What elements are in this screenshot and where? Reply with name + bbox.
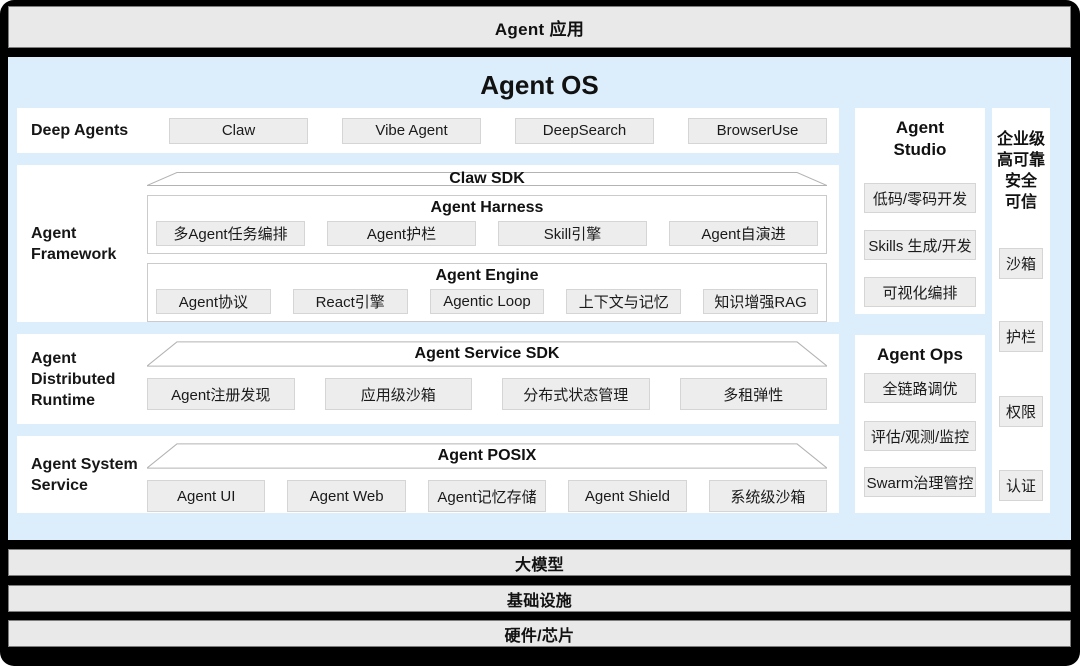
claw-sdk-label: Claw SDK (449, 170, 525, 187)
security-column-title: 企业级 高可靠 安全 可信 (992, 129, 1050, 213)
agent-distributed-runtime-content: Agent Service SDK Agent注册发现 应用级沙箱 分布式状态管… (145, 334, 839, 424)
chip-context-memory: 上下文与记忆 (566, 289, 682, 314)
deep-agents-label: Deep Agents (31, 122, 129, 139)
chip-vibe-agent: Vibe Agent (342, 117, 481, 144)
large-model-band: 大模型 (8, 549, 1071, 576)
chip-agent-registry: Agent注册发现 (147, 378, 295, 410)
chip-agentic-loop: Agentic Loop (429, 289, 545, 314)
chip-skill-engine: Skill引擎 (498, 221, 647, 246)
trapezoid-shape (147, 341, 827, 367)
chip-agent-protocol: Agent协议 (156, 289, 271, 314)
infrastructure-band: 基础设施 (8, 585, 1071, 612)
chip-distributed-state: 分布式状态管理 (502, 378, 650, 410)
agent-service-sdk-trapezoid: Agent Service SDK (147, 341, 827, 367)
agent-ops-panel: Agent Ops 全链路调优 评估/观测/监控 Swarm治理管控 (855, 335, 985, 513)
agent-os-box: Agent OS Deep Agents Claw Vibe Agent Dee… (8, 57, 1071, 540)
claw-sdk-trapezoid: Claw SDK (147, 170, 827, 187)
chip-eval-observe-monitor: 评估/观测/监控 (864, 421, 976, 451)
chip-multi-agent-orchestration: 多Agent任务编排 (156, 221, 305, 246)
chip-agent-shield: Agent Shield (568, 480, 687, 512)
chip-skills-gen-dev: Skills 生成/开发 (864, 230, 976, 260)
agent-app-label: Agent 应用 (494, 19, 585, 39)
agent-os-title: Agent OS (480, 70, 599, 100)
chip-agent-guardrail: Agent护栏 (327, 221, 476, 246)
large-model-label: 大模型 (515, 556, 564, 574)
agent-engine-items: Agent协议 React引擎 Agentic Loop 上下文与记忆 知识增强… (156, 289, 818, 314)
chip-swarm-governance: Swarm治理管控 (864, 467, 976, 497)
chip-deepsearch: DeepSearch (515, 117, 654, 144)
infrastructure-label: 基础设施 (506, 592, 573, 610)
chip-app-sandbox: 应用级沙箱 (324, 378, 472, 410)
hardware-chip-label: 硬件/芯片 (504, 627, 575, 645)
agent-posix-trapezoid: Agent POSIX (147, 443, 827, 469)
chip-react-engine: React引擎 (292, 289, 408, 314)
chip-authentication: 认证 (999, 470, 1043, 501)
chip-guardrail: 护栏 (999, 321, 1043, 352)
chip-visual-orchestration: 可视化编排 (864, 277, 976, 307)
system-items: Agent UI Agent Web Agent记忆存储 Agent Shiel… (147, 480, 828, 512)
hardware-chip-band: 硬件/芯片 (8, 620, 1071, 647)
security-title-line4: 可信 (1004, 194, 1037, 211)
agent-system-service-label: Agent System Service (31, 455, 138, 494)
deep-agents-panel: Deep Agents Claw Vibe Agent DeepSearch B… (17, 108, 839, 153)
security-title-line2: 高可靠 (996, 152, 1045, 169)
chip-sandbox: 沙箱 (999, 248, 1043, 279)
agent-engine-box: Agent Engine Agent协议 React引擎 Agentic Loo… (147, 263, 827, 322)
chip-fullchain-tuning: 全链路调优 (864, 373, 976, 403)
deep-agents-items: Claw Vibe Agent DeepSearch BrowserUse (167, 117, 839, 144)
agent-studio-title-line2: Studio (893, 140, 947, 159)
chip-system-sandbox: 系统级沙箱 (708, 480, 828, 512)
agent-studio-title: Agent Studio (855, 117, 985, 161)
chip-browseruse: BrowserUse (688, 117, 827, 144)
agent-app-band: Agent 应用 (8, 6, 1071, 48)
chip-knowledge-rag: 知识增强RAG (703, 289, 818, 314)
security-column: 企业级 高可靠 安全 可信 沙箱 护栏 权限 认证 (992, 108, 1050, 513)
agent-service-sdk-label: Agent Service SDK (414, 345, 560, 362)
agent-harness-box: Agent Harness 多Agent任务编排 Agent护栏 Skill引擎… (147, 195, 827, 254)
agent-engine-title: Agent Engine (435, 267, 539, 284)
agent-distributed-runtime-panel: Agent Distributed Runtime Agent Service … (17, 334, 839, 424)
trapezoid-shape (147, 172, 827, 186)
agent-studio-title-line1: Agent (895, 118, 945, 137)
chip-agent-memory-store: Agent记忆存储 (427, 480, 547, 512)
chip-agent-ui: Agent UI (147, 480, 266, 512)
agent-framework-panel: Agent Framework Claw SDK Agent Harness 多… (17, 165, 839, 322)
chip-claw: Claw (169, 117, 308, 144)
agent-ops-title: Agent Ops (877, 345, 963, 364)
agent-system-service-panel: Agent System Service Agent POSIX Agent U… (17, 436, 839, 513)
security-title-line1: 企业级 (996, 131, 1045, 148)
agent-studio-panel: Agent Studio 低码/零码开发 Skills 生成/开发 可视化编排 (855, 108, 985, 314)
agent-system-service-content: Agent POSIX Agent UI Agent Web Agent记忆存储… (145, 436, 839, 513)
security-title-line3: 安全 (1004, 173, 1037, 190)
agent-posix-label: Agent POSIX (437, 447, 537, 464)
trapezoid-shape (147, 443, 827, 469)
agent-distributed-runtime-label: Agent Distributed Runtime (31, 349, 116, 409)
chip-agent-web: Agent Web (287, 480, 406, 512)
runtime-items: Agent注册发现 应用级沙箱 分布式状态管理 多租弹性 (147, 378, 827, 410)
agent-harness-title: Agent Harness (430, 199, 544, 216)
agent-framework-label: Agent Framework (31, 224, 117, 263)
agent-framework-content: Claw SDK Agent Harness 多Agent任务编排 Agent护… (145, 165, 839, 322)
chip-permission: 权限 (999, 396, 1043, 427)
agent-harness-items: 多Agent任务编排 Agent护栏 Skill引擎 Agent自演进 (156, 221, 818, 246)
chip-agent-self-evolution: Agent自演进 (669, 221, 818, 246)
chip-lowcode-dev: 低码/零码开发 (864, 183, 976, 213)
chip-multi-tenant-elastic: 多租弹性 (679, 378, 827, 410)
